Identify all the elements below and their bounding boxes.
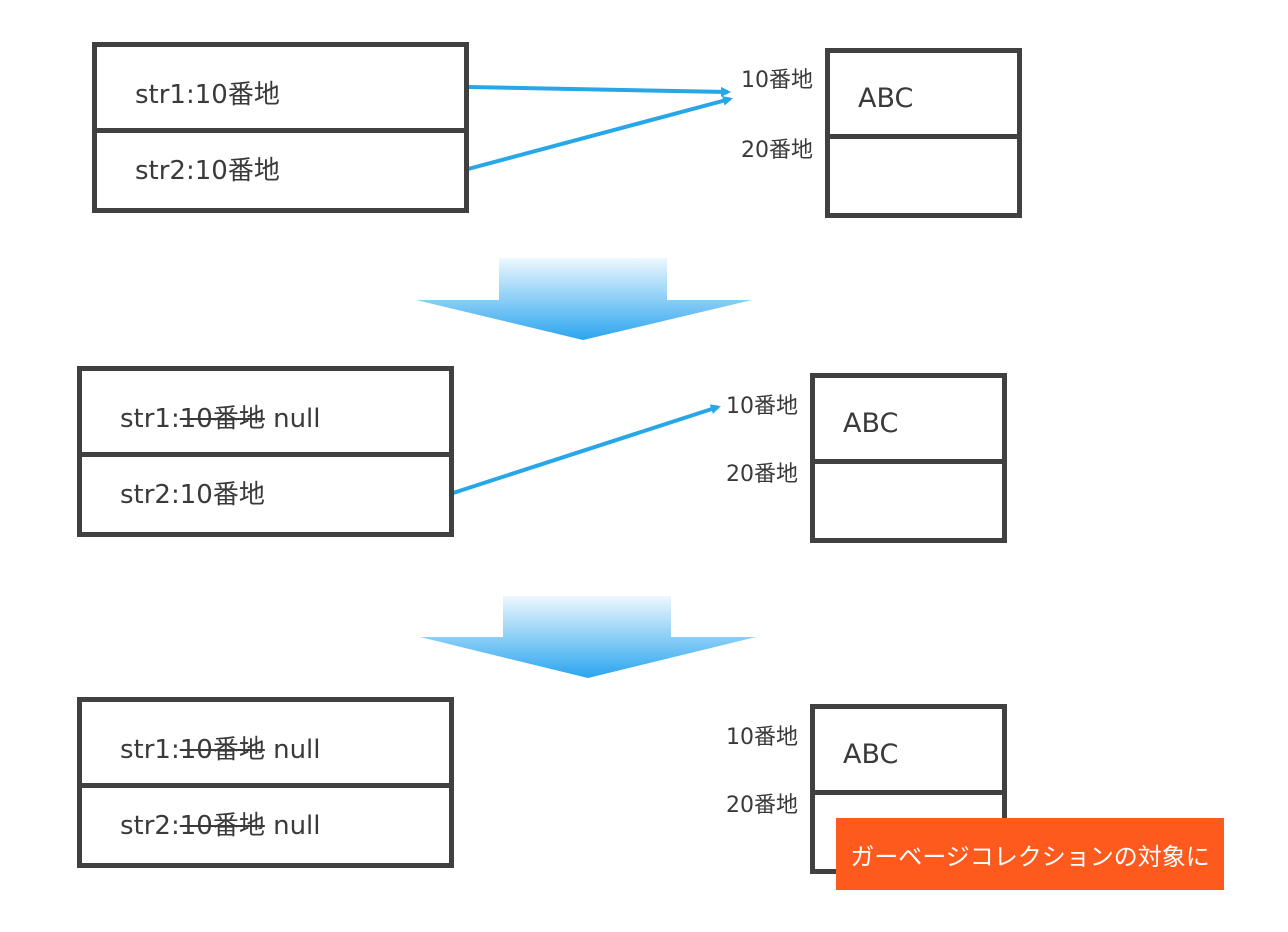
stack-vars-stage2: str1:10番地 null str2:10番地 xyxy=(77,366,454,537)
var-name: str2: xyxy=(135,156,195,186)
var-cell-str1: str1:10番地 null xyxy=(82,702,449,788)
var-value: 10番地 xyxy=(179,480,265,510)
var-value: null xyxy=(264,735,321,765)
heap-cell-10: ABC xyxy=(815,378,1002,464)
pointer-arrow-s1-str2 xyxy=(467,95,733,171)
stack-vars-stage1: str1:10番地 str2:10番地 xyxy=(92,42,469,213)
heap-cell-10: ABC xyxy=(815,709,1002,795)
callout-text: ガーベージコレクションの対象に xyxy=(850,842,1210,871)
heap-memory-stage2: ABC xyxy=(810,373,1007,543)
var-cell-str2: str2:10番地 xyxy=(97,128,464,208)
heap-address-10: 10番地 xyxy=(726,725,798,750)
var-old-value: 10番地 xyxy=(179,404,265,434)
var-cell-str1: str1:10番地 xyxy=(97,47,464,133)
heap-address-20: 20番地 xyxy=(726,462,798,487)
var-name: str2: xyxy=(120,480,180,510)
heap-memory-stage1: ABC xyxy=(825,48,1022,218)
var-old-value: 10番地 xyxy=(179,811,265,841)
heap-address-20: 20番地 xyxy=(741,138,813,163)
var-name: str2: xyxy=(120,811,180,841)
var-name: str1: xyxy=(135,80,195,110)
var-value: 10番地 xyxy=(194,156,280,186)
heap-address-20: 20番地 xyxy=(726,793,798,818)
down-transition-arrow-1 xyxy=(416,258,752,340)
var-value: null xyxy=(264,404,321,434)
heap-value: ABC xyxy=(858,83,914,114)
heap-value: ABC xyxy=(843,739,899,770)
var-cell-str1: str1:10番地 null xyxy=(82,371,449,457)
gc-target-callout: ガーベージコレクションの対象に xyxy=(836,818,1224,890)
heap-address-10: 10番地 xyxy=(726,394,798,419)
var-name: str1: xyxy=(120,735,180,765)
var-name: str1: xyxy=(120,404,180,434)
var-old-value: 10番地 xyxy=(179,735,265,765)
var-value: null xyxy=(264,811,321,841)
heap-address-10: 10番地 xyxy=(741,68,813,93)
pointer-arrow-s1-str1 xyxy=(467,85,731,97)
stack-vars-stage3: str1:10番地 null str2:10番地 null xyxy=(77,697,454,868)
pointer-arrow-s2-str2 xyxy=(452,404,721,495)
heap-cell-20 xyxy=(830,134,1017,213)
var-cell-str2: str2:10番地 null xyxy=(82,783,449,863)
down-transition-arrow-2 xyxy=(420,596,756,678)
var-value: 10番地 xyxy=(194,80,280,110)
heap-value: ABC xyxy=(843,408,899,439)
heap-cell-20 xyxy=(815,459,1002,538)
heap-cell-10: ABC xyxy=(830,53,1017,139)
var-cell-str2: str2:10番地 xyxy=(82,452,449,532)
